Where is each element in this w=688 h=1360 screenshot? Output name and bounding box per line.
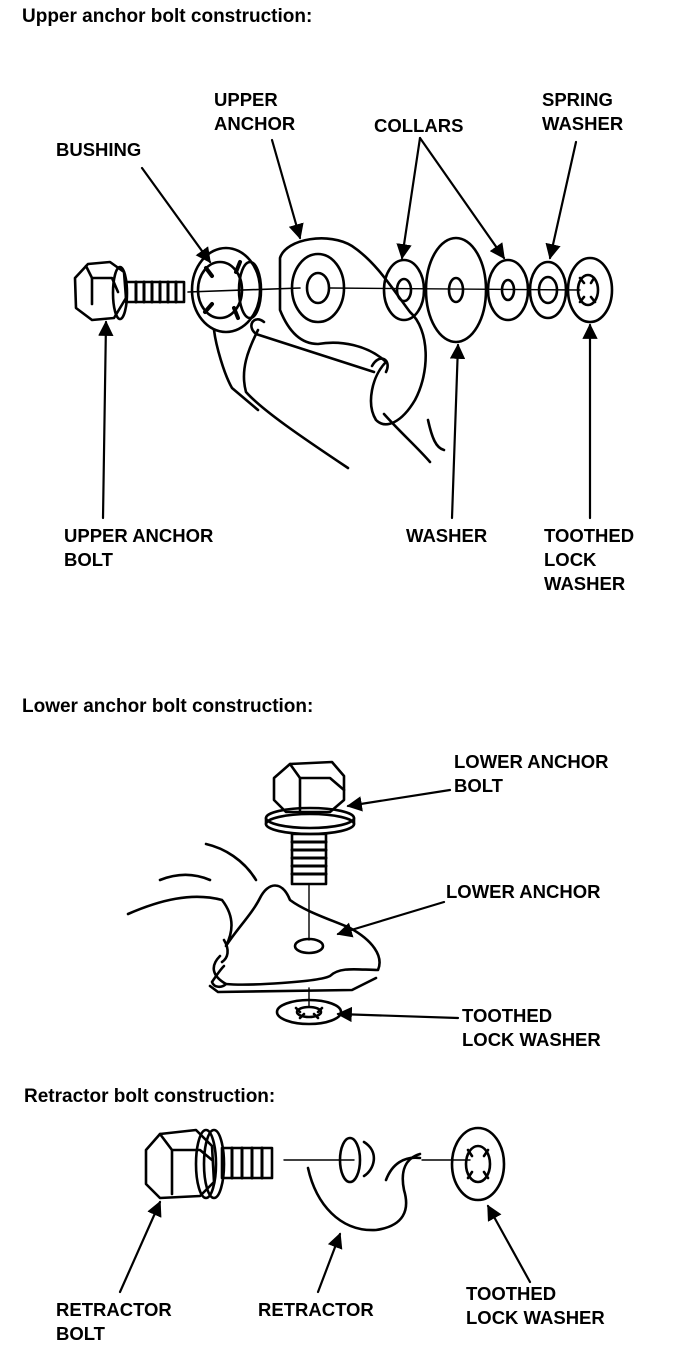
upper-centerline — [330, 288, 580, 290]
retractor-part — [308, 1138, 470, 1230]
retractor-toothed-lock-washer-part — [452, 1128, 504, 1200]
bushing-part — [188, 248, 300, 332]
label-toothed-lock-washer-upper-line-1: TOOTHED — [544, 525, 635, 546]
label-upper-anchor-line-1: UPPER — [214, 89, 278, 110]
retractor-leaders — [120, 1200, 530, 1292]
label-lower-anchor-bolt: LOWER ANCHOR BOLT — [454, 750, 609, 798]
label-upper-anchor-bolt-line-2: BOLT — [64, 549, 113, 570]
label-spring-washer: SPRING WASHER — [542, 88, 623, 136]
label-toothed-lock-washer-retractor-line-1: TOOTHED — [466, 1283, 557, 1304]
label-lower-anchor-bolt-line-2: BOLT — [454, 775, 503, 796]
label-toothed-lock-washer-lower-line-1: TOOTHED — [462, 1005, 553, 1026]
label-toothed-lock-washer-upper-line-2: LOCK — [544, 549, 597, 570]
label-bushing: BUSHING — [56, 139, 142, 160]
label-toothed-lock-washer-lower-line-2: LOCK WASHER — [462, 1029, 601, 1050]
label-toothed-lock-washer-upper: TOOTHED LOCK WASHER — [544, 524, 634, 596]
label-toothed-lock-washer-retractor-line-2: LOCK WASHER — [466, 1307, 605, 1328]
label-collars: COLLARS — [374, 115, 464, 136]
label-upper-anchor-line-2: ANCHOR — [214, 113, 296, 134]
lower-section-heading: Lower anchor bolt construction: — [22, 696, 314, 717]
label-lower-anchor-bolt-line-1: LOWER ANCHOR — [454, 751, 609, 772]
upper-section-heading: Upper anchor bolt construction: — [22, 6, 313, 27]
label-washer: WASHER — [406, 525, 488, 546]
lower-toothed-lock-washer-part — [277, 988, 341, 1024]
label-upper-anchor-bolt-line-1: UPPER ANCHOR — [64, 525, 214, 546]
label-retractor-bolt: RETRACTOR BOLT — [56, 1298, 172, 1346]
label-lower-anchor: LOWER ANCHOR — [446, 881, 601, 902]
label-spring-washer-line-1: SPRING — [542, 89, 613, 110]
label-retractor-bolt-line-1: RETRACTOR — [56, 1299, 172, 1320]
label-toothed-lock-washer-upper-line-3: WASHER — [544, 573, 626, 594]
lower-anchor-part — [128, 844, 380, 992]
lower-anchor-bolt-part — [266, 762, 354, 940]
retractor-section-heading: Retractor bolt construction: — [24, 1086, 276, 1107]
label-upper-anchor: UPPER ANCHOR — [214, 88, 295, 136]
label-toothed-lock-washer-lower: TOOTHED LOCK WASHER — [462, 1004, 601, 1052]
label-retractor: RETRACTOR — [258, 1299, 374, 1320]
label-retractor-bolt-line-2: BOLT — [56, 1323, 105, 1344]
label-spring-washer-line-2: WASHER — [542, 113, 624, 134]
label-toothed-lock-washer-retractor: TOOTHED LOCK WASHER — [466, 1282, 605, 1330]
upper-anchor-part — [214, 238, 444, 468]
retractor-bolt-part — [146, 1130, 354, 1198]
upper-anchor-bolt-part — [75, 262, 184, 320]
label-upper-anchor-bolt: UPPER ANCHOR BOLT — [64, 524, 213, 572]
lower-leaders — [336, 790, 458, 1023]
collar-1-part — [384, 260, 424, 320]
washer-part — [426, 238, 486, 342]
upper-leaders — [98, 138, 598, 518]
